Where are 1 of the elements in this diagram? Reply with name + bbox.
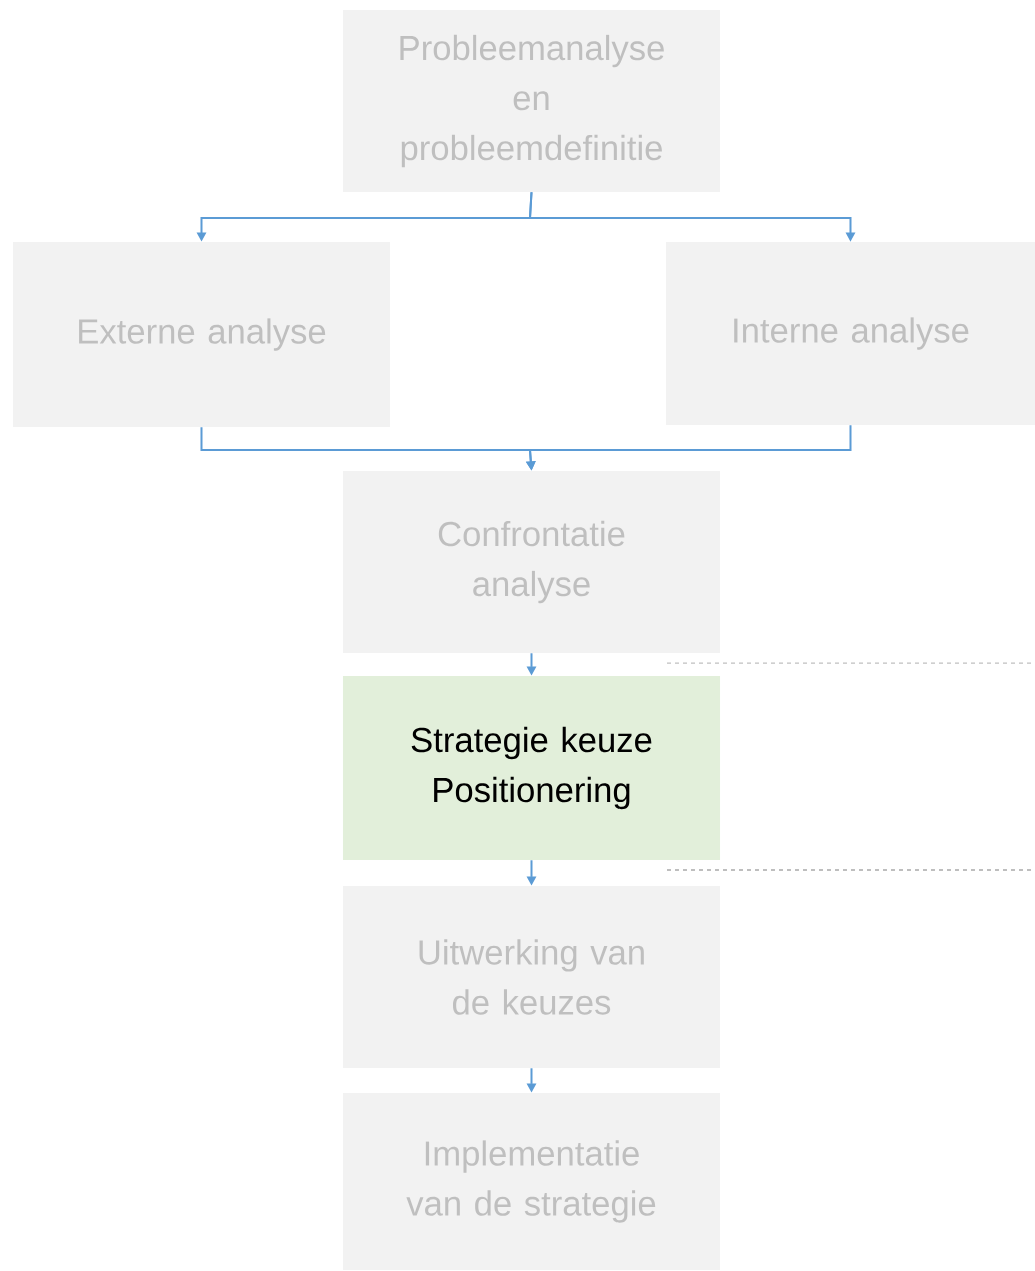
- process-box: Strategie keuze Positionering: [342, 676, 721, 860]
